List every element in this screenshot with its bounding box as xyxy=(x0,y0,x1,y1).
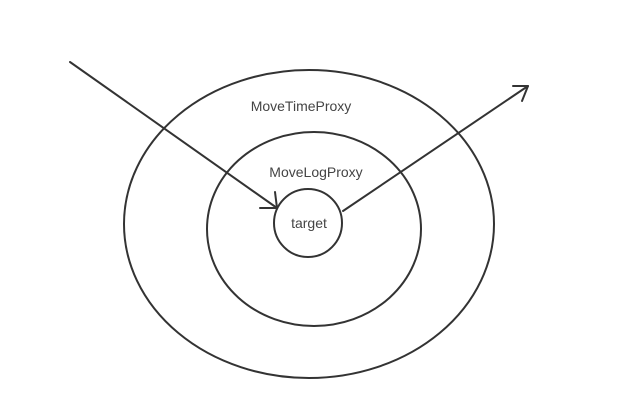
outgoing-arrow xyxy=(342,85,529,212)
incoming-arrow xyxy=(69,61,278,209)
outer-proxy-ring xyxy=(123,69,495,379)
incoming-arrow-shaft xyxy=(69,61,278,209)
target-circle xyxy=(273,188,343,258)
outgoing-arrowhead xyxy=(512,85,529,102)
incoming-arrowhead xyxy=(259,191,278,209)
outer-proxy-label: MoveTimeProxy xyxy=(251,98,352,114)
outgoing-arrow-shaft xyxy=(342,85,529,212)
middle-proxy-ring xyxy=(206,131,422,327)
middle-proxy-label: MoveLogProxy xyxy=(269,164,362,180)
target-label: target xyxy=(291,215,327,231)
